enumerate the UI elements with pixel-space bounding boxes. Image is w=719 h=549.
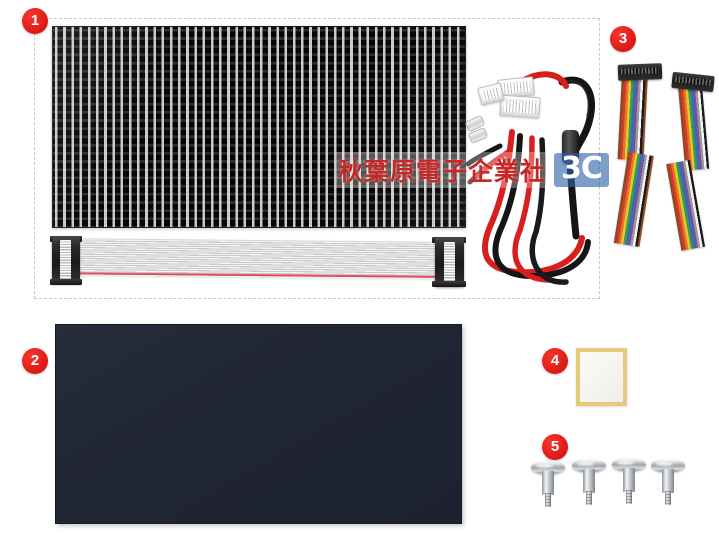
screw-3 bbox=[612, 458, 646, 506]
badge-5: 5 bbox=[542, 434, 568, 460]
screw-shank bbox=[583, 469, 595, 493]
badge-3: 3 bbox=[610, 26, 636, 52]
screw-tip bbox=[586, 491, 592, 505]
screw-shank bbox=[623, 468, 635, 492]
rainbow-strand-left bbox=[617, 73, 648, 161]
screw-shank bbox=[662, 469, 674, 493]
badge-4: 4 bbox=[542, 348, 568, 374]
screw-head bbox=[572, 459, 606, 472]
rainbow-strand-right-lower bbox=[666, 159, 706, 251]
rainbow-strand-left-lower bbox=[613, 151, 654, 247]
rainbow-strand-right bbox=[678, 84, 710, 171]
barrel-jack bbox=[562, 130, 579, 164]
power-cable-harness bbox=[465, 71, 595, 285]
screw-tip bbox=[665, 491, 671, 505]
screw-head bbox=[612, 458, 646, 471]
rainbow-header-left bbox=[617, 63, 663, 81]
screw-4 bbox=[651, 459, 685, 507]
screw-1 bbox=[531, 461, 565, 509]
badge-1: 1 bbox=[22, 8, 48, 34]
rear-panel bbox=[55, 324, 462, 524]
adhesive-pad bbox=[576, 348, 627, 406]
led-matrix-panel bbox=[52, 26, 466, 228]
screw-head bbox=[531, 461, 565, 474]
idc-connector-left bbox=[52, 236, 80, 284]
panel-sheen bbox=[52, 26, 466, 228]
idc-connector-right bbox=[435, 237, 464, 287]
screw-head bbox=[651, 459, 685, 472]
badge-2: 2 bbox=[22, 348, 48, 374]
idc-right-ear-bottom bbox=[432, 281, 466, 287]
screw-2 bbox=[572, 459, 606, 507]
screw-tip bbox=[545, 493, 551, 507]
screw-tip bbox=[626, 490, 632, 504]
screw-shank bbox=[542, 471, 554, 495]
idc-left-ear-bottom bbox=[50, 279, 82, 285]
jst-connector-lower bbox=[499, 94, 541, 119]
